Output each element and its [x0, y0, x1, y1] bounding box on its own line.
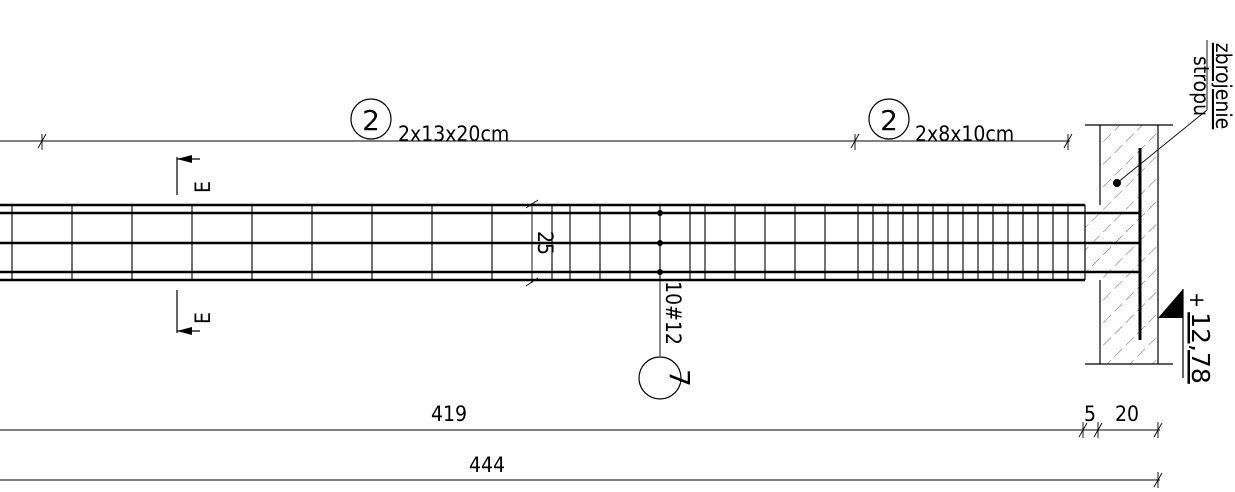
svg-text:10#12: 10#12 [661, 281, 685, 345]
svg-text:2: 2 [362, 104, 380, 137]
svg-text:5: 5 [1084, 402, 1096, 426]
svg-text:25: 25 [533, 231, 557, 255]
beam-height-dimension: 25 [525, 199, 557, 287]
dimension-419-line: 419 5 20 [0, 402, 1163, 438]
stirrup-marker-right: 2 [868, 98, 910, 140]
stirrup-spacing-dimension [0, 133, 1073, 150]
level-marker: + 12,78 [1158, 289, 1215, 384]
stirrup-spec-left: 2x13x20cm [398, 122, 509, 146]
svg-text:444: 444 [469, 453, 505, 477]
slab-label-line1: zbrojenie [1211, 43, 1235, 130]
svg-text:E: E [191, 181, 215, 193]
svg-text:2: 2 [880, 104, 898, 137]
svg-text:20: 20 [1115, 402, 1139, 426]
stirrup-marker-left: 2 [350, 98, 392, 140]
section-mark-top: E [176, 155, 215, 195]
svg-text:E: E [191, 312, 215, 324]
svg-text:+: + [1185, 292, 1209, 308]
svg-text:7: 7 [663, 369, 696, 387]
dimension-444-line: 444 [0, 453, 1163, 488]
stirrup-spec-right: 2x8x10cm [915, 122, 1014, 146]
beam-stirrups [11, 205, 1069, 280]
svg-text:12,78: 12,78 [1186, 312, 1215, 384]
section-mark-bottom: E [176, 290, 215, 335]
bar-callout: 10#12 7 [638, 210, 696, 400]
support-wall [1084, 40, 1208, 365]
svg-text:419: 419 [431, 402, 467, 426]
slab-label-line2: stropu [1189, 56, 1213, 116]
